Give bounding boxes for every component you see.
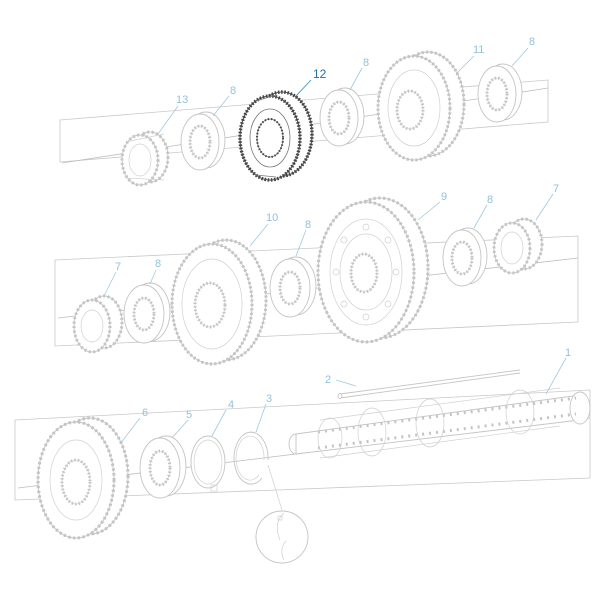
callout-5-label: 5 bbox=[186, 409, 192, 421]
part-13-spline-sleeve bbox=[120, 130, 170, 187]
part-8-ring-top-right bbox=[477, 63, 523, 123]
callout-10: 10 bbox=[249, 212, 278, 247]
callout-8-top-middle-label: 8 bbox=[363, 57, 369, 69]
part-6-gear bbox=[36, 416, 130, 540]
callout-7-left-label: 7 bbox=[115, 261, 121, 273]
callout-8-middle-center: 8 bbox=[295, 219, 311, 257]
part-9-gear bbox=[316, 196, 430, 344]
callout-8-top-right: 8 bbox=[511, 36, 535, 67]
callout-8-middle-center-label: 8 bbox=[305, 219, 311, 231]
callout-8-top-middle: 8 bbox=[349, 57, 369, 91]
part-8-ring-top-left bbox=[180, 111, 226, 171]
callout-6-label: 6 bbox=[142, 407, 148, 419]
part-8-ring-top-middle bbox=[319, 87, 365, 147]
part-5-ring bbox=[139, 435, 187, 499]
callout-13-label: 13 bbox=[176, 94, 188, 106]
callout-1-label: 1 bbox=[565, 347, 571, 359]
callout-1: 1 bbox=[545, 347, 571, 395]
callout-3-label: 3 bbox=[266, 393, 272, 405]
callout-5: 5 bbox=[171, 409, 192, 439]
callout-7-left: 7 bbox=[103, 261, 121, 297]
callout-8-middle-right: 8 bbox=[473, 194, 493, 229]
part-10-gear bbox=[170, 238, 268, 366]
part-12-highlighted-gear bbox=[238, 90, 314, 182]
part-3-snap-ring bbox=[233, 431, 269, 485]
callout-8-middle-left: 8 bbox=[149, 258, 161, 285]
callout-12: 12 bbox=[295, 67, 327, 97]
part-8-ring-middle-center bbox=[269, 256, 317, 318]
detail-magnifier bbox=[255, 464, 309, 564]
callout-6: 6 bbox=[119, 407, 148, 445]
callout-8-top-left-label: 8 bbox=[230, 85, 236, 97]
bottom-row-plane bbox=[14, 389, 591, 501]
callout-3: 3 bbox=[255, 393, 272, 433]
callout-11: 11 bbox=[455, 44, 484, 75]
callout-13: 13 bbox=[157, 94, 188, 135]
callout-12-label: 12 bbox=[313, 67, 327, 81]
callout-4-label: 4 bbox=[228, 399, 234, 411]
callout-8-middle-right-label: 8 bbox=[487, 194, 493, 206]
part-7-spline-sleeve-left bbox=[72, 294, 124, 354]
callout-10-label: 10 bbox=[266, 212, 278, 224]
part-7-spline-sleeve-right bbox=[492, 217, 544, 275]
part-11-gear bbox=[376, 50, 466, 162]
part-2-pin bbox=[337, 369, 521, 399]
part-8-ring-middle-left bbox=[123, 282, 171, 344]
callout-11-label: 11 bbox=[473, 44, 484, 56]
callout-8-middle-left-label: 8 bbox=[155, 258, 161, 270]
callout-2: 2 bbox=[325, 374, 357, 387]
callout-7-right-label: 7 bbox=[553, 183, 559, 195]
callout-8-top-left: 8 bbox=[212, 85, 236, 117]
callout-9: 9 bbox=[417, 191, 447, 221]
callout-8-top-right-label: 8 bbox=[529, 36, 535, 48]
part-1-main-shaft bbox=[288, 387, 591, 459]
part-8-ring-middle-right bbox=[442, 227, 488, 287]
callout-9-label: 9 bbox=[441, 191, 447, 203]
callout-2-label: 2 bbox=[325, 374, 331, 386]
callout-7-right: 7 bbox=[535, 183, 559, 221]
part-4-thrust-washer bbox=[190, 435, 226, 492]
callout-4: 4 bbox=[211, 399, 234, 437]
